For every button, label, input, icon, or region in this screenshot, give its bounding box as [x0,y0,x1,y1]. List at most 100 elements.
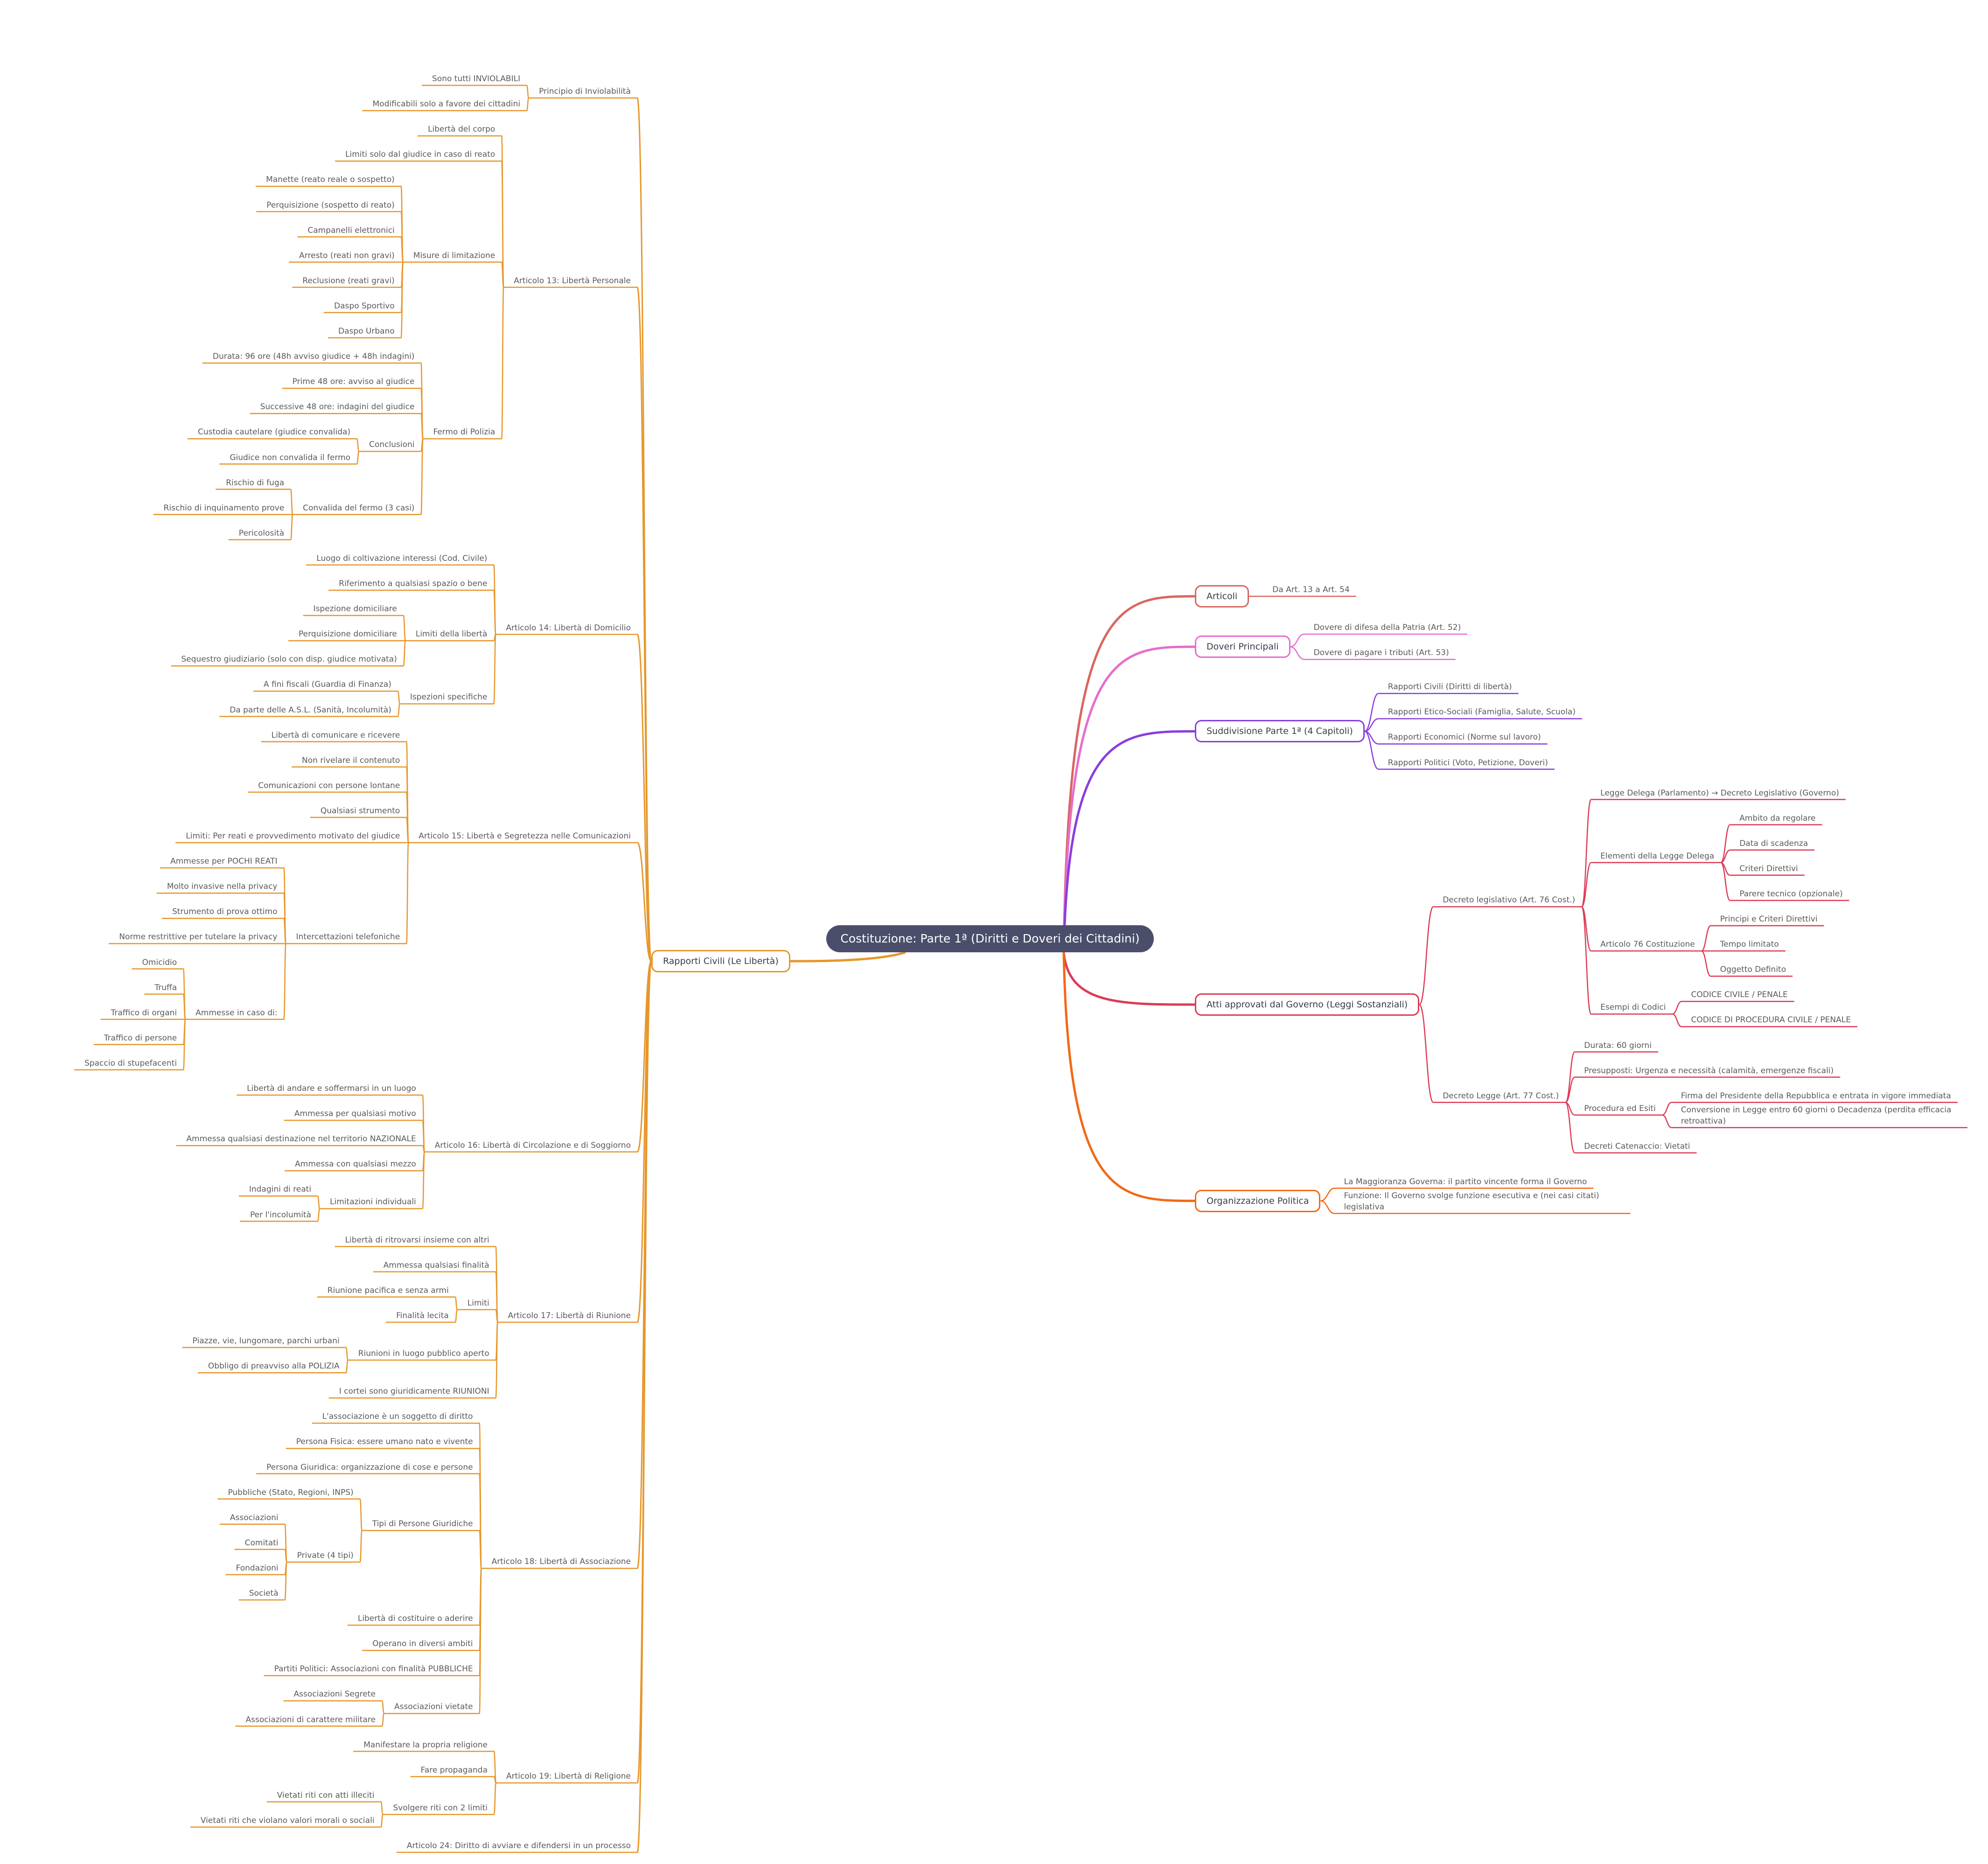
topic-articolo-17-liberta-di-riunione[interactable]: Articolo 17: Libertà di Riunione [508,1311,631,1320]
topic-piazze-vie-lungomare-parchi-urbani[interactable]: Piazze, vie, lungomare, parchi urbani [192,1336,340,1346]
topic-modificabili-solo-a-favore-dei-cittadini[interactable]: Modificabili solo a favore dei cittadini [372,99,521,109]
topic-liberta-di-comunicare-e-ricevere[interactable]: Libertà di comunicare e ricevere [271,730,400,740]
topic-dovere-di-difesa-della-patria-art-52[interactable]: Dovere di difesa della Patria (Art. 52) [1313,623,1461,633]
topic-rapporti-economici-norme-sul-lavoro[interactable]: Rapporti Economici (Norme sul lavoro) [1388,733,1541,742]
topic-l-associazione-e-un-soggetto-di-diritto[interactable]: L'associazione è un soggetto di diritto [322,1412,473,1422]
topic-persona-giuridica-organizzazione-di-cose[interactable]: Persona Giuridica: organizzazione di cos… [266,1462,473,1472]
topic-pubbliche-stato-regioni-inps[interactable]: Pubbliche (Stato, Regioni, INPS) [228,1487,354,1497]
topic-giudice-non-convalida-il-fermo[interactable]: Giudice non convalida il fermo [230,453,351,462]
topic-legge-delega-parlamento-decreto-legislat[interactable]: Legge Delega (Parlamento) → Decreto Legi… [1600,788,1839,798]
topic-comunicazioni-con-persone-lontane[interactable]: Comunicazioni con persone lontane [258,781,400,790]
topic-convalida-del-fermo-3-casi[interactable]: Convalida del fermo (3 casi) [303,503,415,513]
topic-manifestare-la-propria-religione[interactable]: Manifestare la propria religione [363,1740,488,1750]
topic-finalita-lecita[interactable]: Finalità lecita [396,1311,449,1320]
topic-durata-60-giorni[interactable]: Durata: 60 giorni [1584,1040,1652,1050]
topic-doveri-principali[interactable]: Doveri Principali [1195,635,1290,658]
topic-manette-reato-reale-o-sospetto[interactable]: Manette (reato reale o sospetto) [266,175,395,185]
topic-associazioni-segrete[interactable]: Associazioni Segrete [293,1689,376,1699]
topic-indagini-di-reati[interactable]: Indagini di reati [249,1185,312,1194]
topic-presupposti-urgenza-e-necessita-calamita[interactable]: Presupposti: Urgenza e necessità (calami… [1584,1066,1834,1075]
topic-parere-tecnico-opzionale[interactable]: Parere tecnico (opzionale) [1739,889,1843,899]
topic-articolo-13-liberta-personale[interactable]: Articolo 13: Libertà Personale [514,276,631,286]
topic-private-4-tipi[interactable]: Private (4 tipi) [297,1550,354,1560]
topic-spaccio-di-stupefacenti[interactable]: Spaccio di stupefacenti [84,1058,177,1068]
topic-molto-invasive-nella-privacy[interactable]: Molto invasive nella privacy [167,882,278,892]
topic-operano-in-diversi-ambiti[interactable]: Operano in diversi ambiti [372,1639,473,1649]
topic-rapporti-civili-diritti-di-liberta[interactable]: Rapporti Civili (Diritti di libertà) [1388,682,1512,692]
topic-ammesse-in-caso-di[interactable]: Ammesse in caso di: [195,1008,278,1018]
topic-partiti-politici-associazioni-con-finali[interactable]: Partiti Politici: Associazioni con final… [274,1664,473,1674]
topic-traffico-di-organi[interactable]: Traffico di organi [111,1008,177,1018]
topic-arresto-reati-non-gravi[interactable]: Arresto (reati non gravi) [299,251,395,260]
topic-limitazioni-individuali[interactable]: Limitazioni individuali [330,1197,416,1207]
topic-rischio-di-inquinamento-prove[interactable]: Rischio di inquinamento prove [163,503,285,513]
topic-articolo-76-costituzione[interactable]: Articolo 76 Costituzione [1600,940,1695,949]
topic-tipi-di-persone-giuridiche[interactable]: Tipi di Persone Giuridiche [372,1519,473,1529]
topic-qualsiasi-strumento[interactable]: Qualsiasi strumento [320,806,400,816]
topic-misure-di-limitazione[interactable]: Misure di limitazione [413,251,495,260]
topic-svolgere-riti-con-2-limiti[interactable]: Svolgere riti con 2 limiti [393,1803,488,1813]
topic-da-art-13-a-art-54[interactable]: Da Art. 13 a Art. 54 [1272,585,1350,594]
topic-articolo-14-liberta-di-domicilio[interactable]: Articolo 14: Libertà di Domicilio [506,623,631,633]
topic-criteri-direttivi[interactable]: Criteri Direttivi [1739,864,1798,873]
topic-persona-fisica-essere-umano-nato-e-viven[interactable]: Persona Fisica: essere umano nato e vive… [296,1437,473,1447]
topic-custodia-cautelare-giudice-convalida[interactable]: Custodia cautelare (giudice convalida) [197,427,351,437]
topic-funzione-il-governo-svolge-funzione-esec[interactable]: Funzione: Il Governo svolge funzione ese… [1344,1191,1599,1212]
topic-luogo-di-coltivazione-interessi-cod-civi[interactable]: Luogo di coltivazione interessi (Cod. Ci… [316,553,488,563]
topic-conversione-in-legge-entro-60-giorni-o-d[interactable]: Conversione in Legge entro 60 giorni o D… [1681,1105,1952,1126]
topic-associazioni-vietate[interactable]: Associazioni vietate [394,1702,473,1712]
topic-ammessa-con-qualsiasi-mezzo[interactable]: Ammessa con qualsiasi mezzo [295,1159,416,1169]
topic-ammesse-per-pochi-reati[interactable]: Ammesse per POCHI REATI [170,857,278,866]
topic-societa[interactable]: Società [249,1589,279,1598]
topic-obbligo-di-preavviso-alla-polizia[interactable]: Obbligo di preavviso alla POLIZIA [208,1361,340,1371]
topic-ammessa-qualsiasi-destinazione-nel-terri[interactable]: Ammessa qualsiasi destinazione nel terri… [186,1134,416,1144]
topic-ambito-da-regolare[interactable]: Ambito da regolare [1739,813,1816,823]
topic-campanelli-elettronici[interactable]: Campanelli elettronici [307,225,395,235]
topic-durata-96-ore-48h-avviso-giudice-48h-ind[interactable]: Durata: 96 ore (48h avviso giudice + 48h… [212,352,415,362]
topic-limiti-solo-dal-giudice-in-caso-di-reato[interactable]: Limiti solo dal giudice in caso di reato [345,150,495,160]
topic-organizzazione-politica[interactable]: Organizzazione Politica [1195,1189,1321,1212]
topic-omicidio[interactable]: Omicidio [142,957,177,967]
topic-liberta-di-andare-e-soffermarsi-in-un-lu[interactable]: Libertà di andare e soffermarsi in un lu… [247,1084,416,1093]
topic-intercettazioni-telefoniche[interactable]: Intercettazioni telefoniche [296,932,400,942]
topic-articolo-18-liberta-di-associazione[interactable]: Articolo 18: Libertà di Associazione [491,1557,631,1567]
topic-fare-propaganda[interactable]: Fare propaganda [420,1765,488,1775]
topic-data-di-scadenza[interactable]: Data di scadenza [1739,838,1808,848]
topic-codice-di-procedura-civile-penale[interactable]: CODICE DI PROCEDURA CIVILE / PENALE [1691,1015,1851,1025]
topic-perquisizione-sospetto-di-reato[interactable]: Perquisizione (sospetto di reato) [266,200,395,210]
topic-daspo-sportivo[interactable]: Daspo Sportivo [334,301,395,311]
topic-principio-di-inviolabilita[interactable]: Principio di Inviolabilità [539,87,631,97]
topic-rischio-di-fuga[interactable]: Rischio di fuga [226,478,285,488]
topic-reclusione-reati-gravi[interactable]: Reclusione (reati gravi) [302,276,395,286]
topic-limiti[interactable]: Limiti [467,1298,489,1308]
topic-fermo-di-polizia[interactable]: Fermo di Polizia [433,427,495,437]
topic-fondazioni[interactable]: Fondazioni [236,1563,279,1573]
topic-riunioni-in-luogo-pubblico-aperto[interactable]: Riunioni in luogo pubblico aperto [358,1349,489,1359]
topic-truffa[interactable]: Truffa [154,983,177,992]
topic-decreti-catenaccio-vietati[interactable]: Decreti Catenaccio: Vietati [1584,1141,1690,1151]
topic-traffico-di-persone[interactable]: Traffico di persone [104,1033,177,1043]
topic-riferimento-a-qualsiasi-spazio-o-bene[interactable]: Riferimento a qualsiasi spazio o bene [339,579,488,588]
topic-prime-48-ore-avviso-al-giudice[interactable]: Prime 48 ore: avviso al giudice [292,377,415,387]
topic-codice-civile-penale[interactable]: CODICE CIVILE / PENALE [1691,990,1788,1000]
topic-firma-del-presidente-della-repubblica-e-[interactable]: Firma del Presidente della Repubblica e … [1681,1091,1951,1101]
topic-esempi-di-codici[interactable]: Esempi di Codici [1600,1003,1666,1012]
topic-limiti-della-liberta[interactable]: Limiti della libertà [415,629,488,639]
topic-per-l-incolumita[interactable]: Per l'incolumità [250,1210,312,1220]
topic-comitati[interactable]: Comitati [244,1538,279,1548]
topic-rapporti-civili-le-liberta[interactable]: Rapporti Civili (Le Libertà) [651,950,790,972]
topic-da-parte-delle-a-s-l-sanita-incolumita[interactable]: Da parte delle A.S.L. (Sanità, Incolumit… [230,705,391,715]
topic-atti-approvati-dal-governo-leggi-sostanz[interactable]: Atti approvati dal Governo (Leggi Sostan… [1195,993,1420,1016]
topic-ammessa-per-qualsiasi-motivo[interactable]: Ammessa per qualsiasi motivo [294,1109,416,1119]
topic-liberta-del-corpo[interactable]: Libertà del corpo [428,125,495,134]
root-topic[interactable]: Costituzione: Parte 1ª (Diritti e Doveri… [826,925,1154,952]
topic-oggetto-definito[interactable]: Oggetto Definito [1720,965,1786,975]
topic-norme-restrittive-per-tutelare-la-privac[interactable]: Norme restrittive per tutelare la privac… [119,932,278,942]
topic-pericolosita[interactable]: Pericolosità [238,528,285,538]
topic-procedura-ed-esiti[interactable]: Procedura ed Esiti [1584,1103,1656,1113]
topic-conclusioni[interactable]: Conclusioni [369,440,415,450]
topic-vietati-riti-che-violano-valori-morali-o[interactable]: Vietati riti che violano valori morali o… [200,1815,375,1825]
topic-associazioni-di-carattere-militare[interactable]: Associazioni di carattere militare [245,1715,376,1724]
topic-articolo-19-liberta-di-religione[interactable]: Articolo 19: Libertà di Religione [506,1772,631,1781]
topic-sequestro-giudiziario-solo-con-disp-giud[interactable]: Sequestro giudiziario (solo con disp. gi… [181,655,397,664]
